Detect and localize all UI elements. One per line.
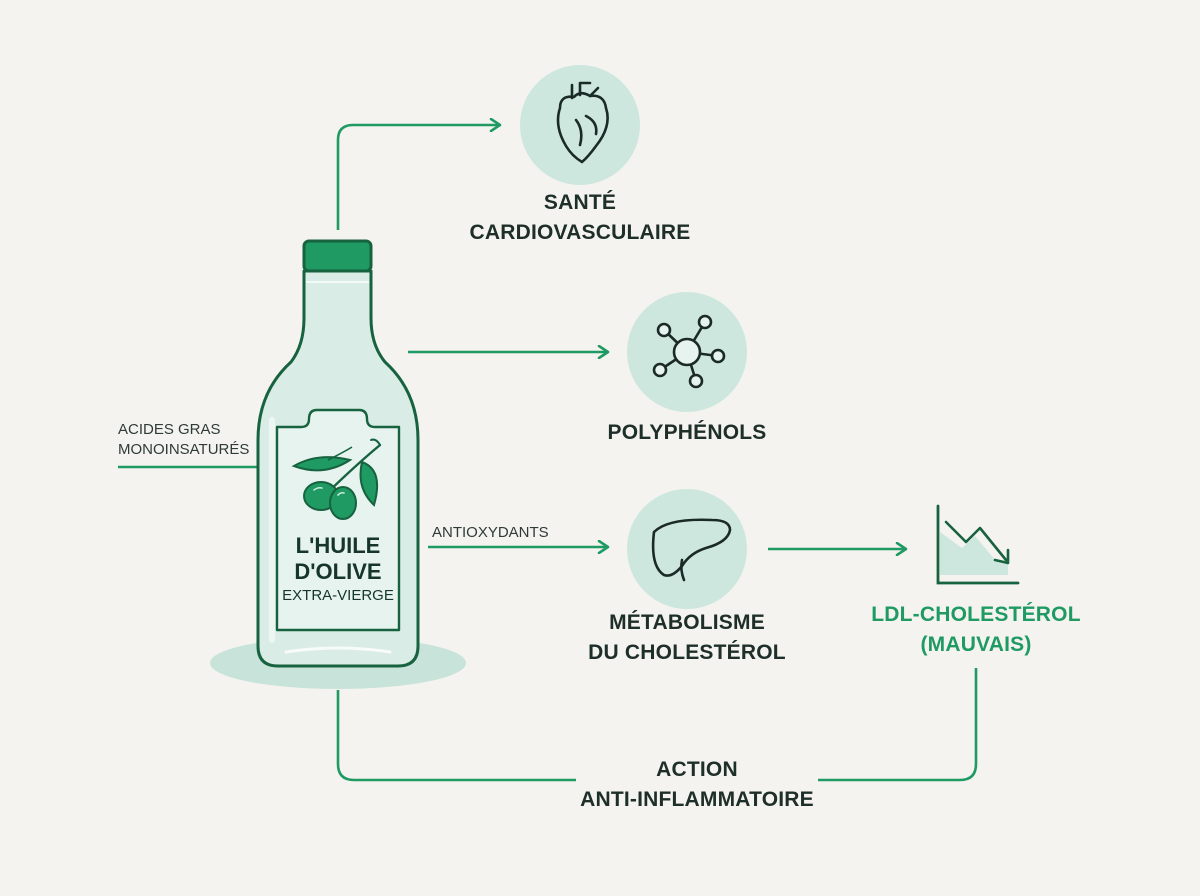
liver-circle (627, 489, 747, 609)
fatty-acids-label: ACIDES GRAS MONOINSATURÉS (118, 420, 258, 460)
connector-to-cardio (336, 125, 500, 230)
cardio-label-line1: SANTÉ (543, 191, 617, 214)
bottle-cap (302, 239, 373, 273)
connector-bottom-right (818, 668, 978, 782)
ldl-label-line2: (MAUVAIS) (920, 633, 1032, 656)
olive-oil-bottle (256, 239, 420, 668)
polyphenols-label: POLYPHÉNOLS (567, 418, 807, 448)
liver-icon (651, 518, 732, 582)
cardio-label-line2: CARDIOVASCULAIRE (469, 221, 691, 244)
fatty-acids-line1: ACIDES GRAS (118, 421, 221, 438)
anti-inflammatory-line2: ANTI-INFLAMMATOIRE (580, 788, 814, 811)
anti-inflammatory-line1: ACTION (656, 758, 738, 781)
bottle-subtitle: EXTRA-VIERGE (282, 587, 394, 604)
bottle-name-line2: D'OLIVE (294, 559, 382, 584)
cholesterol-metabolism-label: MÉTABOLISME DU CHOLESTÉROL (567, 608, 807, 668)
cholesterol-metabolism-line2: DU CHOLESTÉROL (588, 641, 786, 664)
molecule-icon (652, 314, 726, 389)
declining-chart-icon (936, 504, 1020, 585)
bottle-bottom-curve (284, 646, 392, 654)
cholesterol-metabolism-line1: MÉTABOLISME (609, 611, 765, 634)
ldl-label: LDL-CHOLESTÉROL (MAUVAIS) (856, 600, 1096, 660)
antioxidants-text: ANTIOXYDANTS (432, 524, 549, 541)
bottle-label-text: L'HUILE D'OLIVE EXTRA-VIERGE (277, 533, 399, 607)
bottle-name-line1: L'HUILE (295, 533, 381, 558)
cardio-label: SANTÉ CARDIOVASCULAIRE (460, 188, 700, 248)
connector-bottom-left (336, 690, 576, 782)
polyphenols-node (627, 292, 747, 412)
ldl-label-line1: LDL-CHOLESTÉROL (871, 603, 1081, 626)
cholesterol-metabolism-node (627, 489, 747, 609)
olive-branch-icon (291, 438, 382, 520)
antioxidants-label: ANTIOXYDANTS (432, 523, 572, 543)
cardio-node (520, 65, 640, 185)
anti-inflammatory-label: ACTION ANTI-INFLAMMATOIRE (577, 755, 817, 815)
polyphenols-label-line1: POLYPHÉNOLS (607, 421, 767, 444)
heart-icon (556, 81, 609, 164)
fatty-acids-line2: MONOINSATURÉS (118, 441, 250, 458)
